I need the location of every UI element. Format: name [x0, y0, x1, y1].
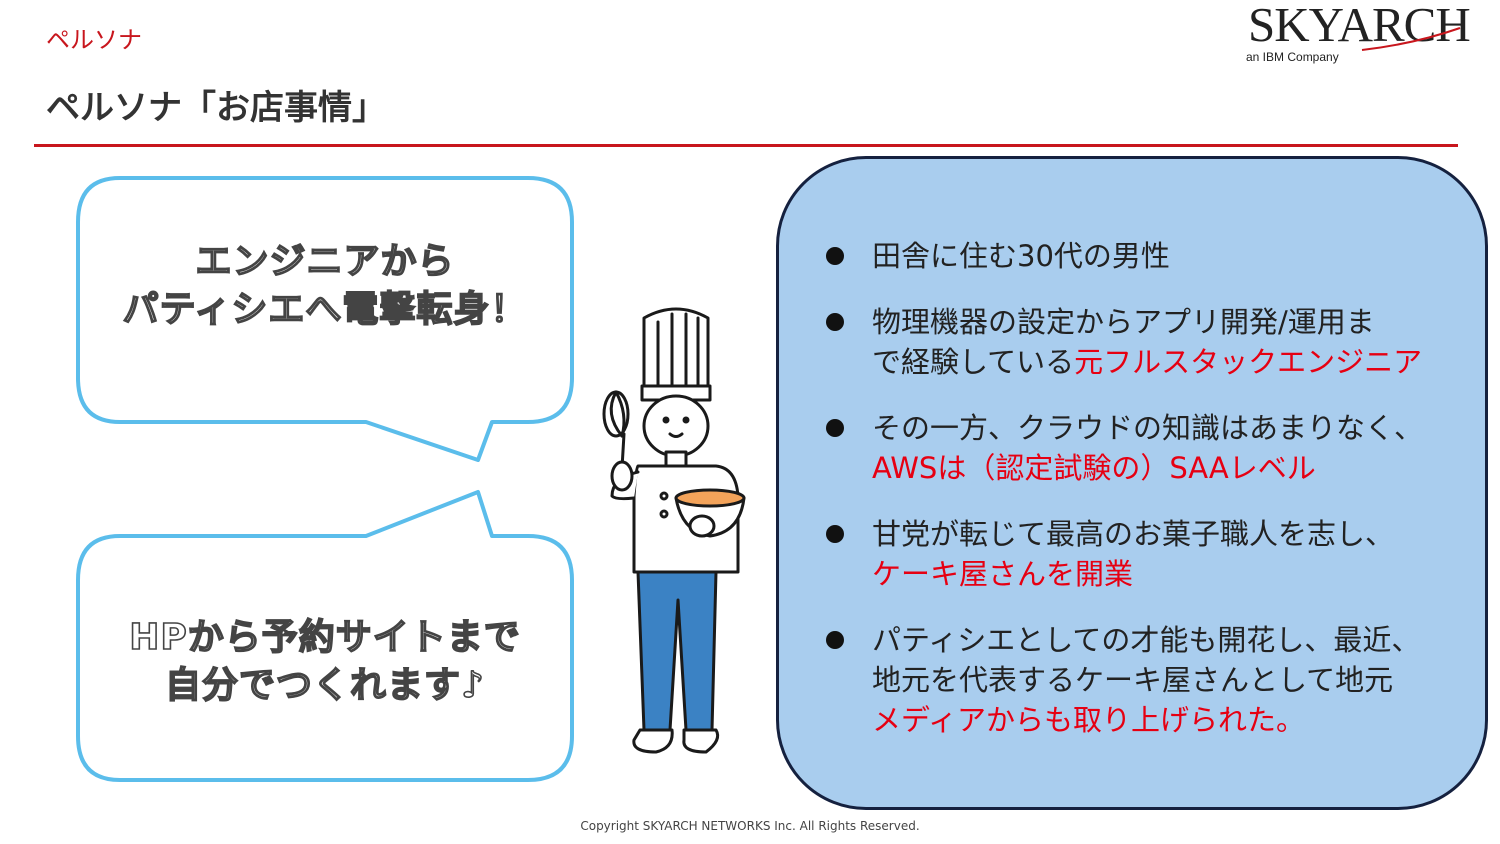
logo-subtitle: an IBM Company: [1246, 50, 1339, 64]
logo-swoosh-icon: [1361, 27, 1461, 51]
bullet-highlight: ケーキ屋さんを開業: [872, 557, 1134, 591]
bullet-text: 物理機器の設定からアプリ開発/運用ま: [872, 305, 1375, 339]
bullet-text: その一方、クラウドの知識はあまりなく、: [872, 411, 1424, 445]
title-divider: [34, 144, 1458, 147]
bullet-icon: [826, 247, 844, 265]
list-item: 甘党が転じて最高のお菓子職人を志し、 ケーキ屋さんを開業: [824, 514, 1464, 594]
bullet-icon: [826, 631, 844, 649]
bullet-highlight: 元フルスタックエンジニア: [1074, 345, 1423, 379]
bubble-top-line-1: エンジニアから: [195, 240, 455, 283]
speech-bubble-bottom: [76, 490, 574, 782]
bullet-icon: [826, 313, 844, 331]
bullet-text: 田舎に住む30代の男性: [872, 239, 1170, 273]
bubble-bottom-line-2: 自分でつくれます♪: [164, 664, 485, 707]
list-item: 田舎に住む30代の男性: [824, 236, 1464, 276]
list-item: パティシエとしての才能も開花し、最近、 地元を代表するケーキ屋さんとして地元 メ…: [824, 620, 1464, 740]
speech-bubbles: [76, 176, 574, 782]
bullet-text: パティシエとしての才能も開花し、最近、: [872, 623, 1421, 657]
bubble-top-line-2: パティシエへ電撃転身！: [122, 288, 528, 331]
persona-info-panel: [776, 156, 1488, 810]
list-item: 物理機器の設定からアプリ開発/運用ま で経験している元フルスタックエンジニア: [824, 302, 1464, 382]
bullet-icon: [826, 525, 844, 543]
speech-bubble-top: [76, 176, 574, 462]
bullet-text-continued: 地元を代表するケーキ屋さんとして地元: [872, 663, 1394, 697]
logo-wordmark: SKYARCH: [1248, 0, 1471, 52]
list-item: その一方、クラウドの知識はあまりなく、 AWSは（認定試験の）SAAレベル: [824, 408, 1464, 488]
copyright-footer: Copyright SKYARCH NETWORKS Inc. All Righ…: [580, 819, 920, 833]
persona-bullet-list: 田舎に住む30代の男性 物理機器の設定からアプリ開発/運用ま で経験している元フ…: [824, 236, 1464, 766]
bullet-highlight: AWSは（認定試験の）SAAレベル: [872, 451, 1316, 485]
page-title: ペルソナ「お店事情」: [46, 88, 386, 128]
bullet-highlight: メディアからも取り上げられた。: [872, 703, 1305, 737]
skyarch-logo: SKYARCH an IBM Company: [1244, 0, 1474, 66]
chef-icon: [602, 307, 746, 754]
bullet-text-continued: で経験している: [872, 345, 1075, 379]
bullet-text: 甘党が転じて最高のお菓子職人を志し、: [872, 517, 1395, 551]
section-label: ペルソナ: [46, 26, 142, 54]
bubble-bottom-text: HPから予約サイトまで 自分でつくれます♪: [80, 614, 570, 710]
bullet-icon: [826, 419, 844, 437]
bubble-bottom-line-1: HPから予約サイトまで: [128, 616, 521, 659]
bubble-top-text: エンジニアから パティシエへ電撃転身！: [80, 238, 570, 334]
